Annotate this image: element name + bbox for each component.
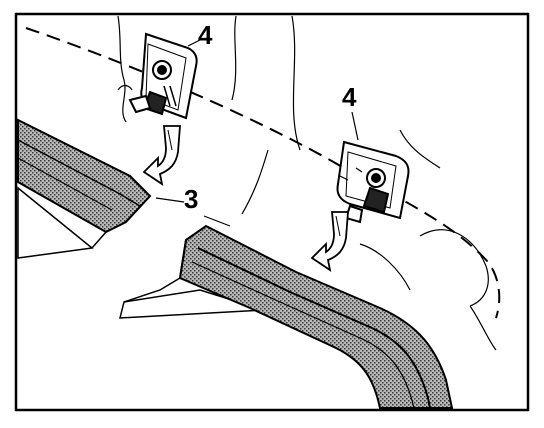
mounting-bracket-left xyxy=(117,32,198,120)
mounting-bracket-right xyxy=(336,140,410,224)
seal-strip-right xyxy=(123,224,454,409)
callout-seal-label: 3 xyxy=(184,184,198,214)
callout-bracket-left-label: 4 xyxy=(198,20,213,50)
leader-lines-3 xyxy=(155,197,231,227)
install-arrow-right xyxy=(310,211,349,272)
install-arrow-left xyxy=(142,125,181,186)
seal-strip-left xyxy=(17,118,152,249)
body-panel-contours xyxy=(117,15,497,351)
callout-bracket-right-label: 4 xyxy=(342,82,357,112)
leader-lines-4 xyxy=(187,39,359,141)
